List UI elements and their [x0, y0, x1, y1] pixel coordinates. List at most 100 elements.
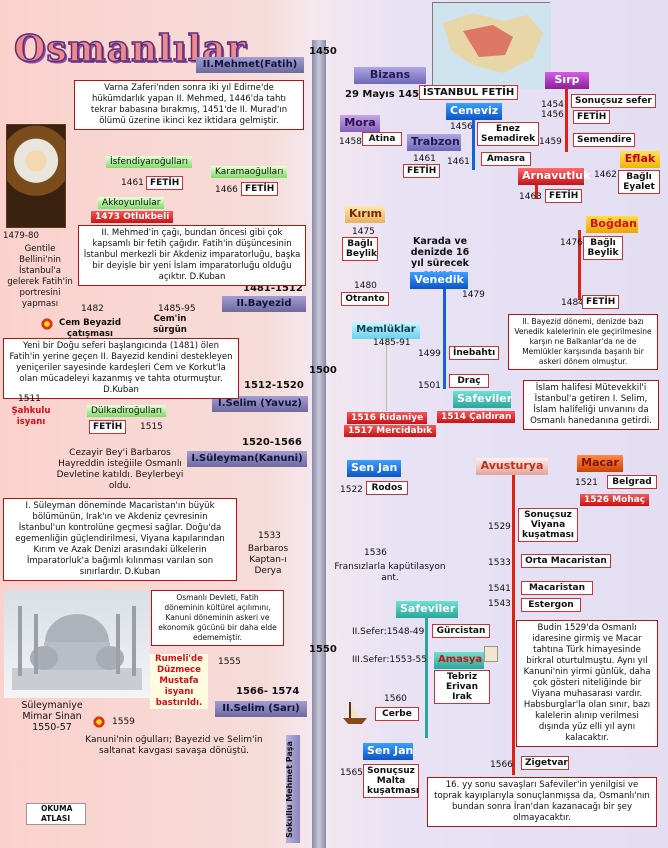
enez-semadirek: Enez Semadirek [477, 122, 539, 146]
bellini-note: Gentile Bellini'nin İstanbul'a gelerek F… [7, 244, 73, 309]
estergon-fetih: Estergon [521, 598, 581, 612]
cerbe-fetih: Cerbe [375, 707, 419, 721]
safevi-sefer2: II.Sefer:1548-49 [352, 627, 425, 637]
malta-siege: Sonuçsuz Malta kuşatması [363, 764, 419, 798]
zigetvar-fetih: Zigetvar [521, 756, 569, 770]
barbaros-year: 1533 [258, 531, 281, 541]
drac-year: 1501 [418, 381, 441, 391]
caldiran-battle: 1514 Çaldıran [437, 411, 516, 423]
rodos-year: 1522 [340, 485, 363, 495]
gurcistan-fetih: Gürcistan [432, 624, 490, 638]
halife-note: İslam halifesi Mütevekkil'i İstanbul'a g… [523, 380, 659, 430]
otlukbeli-battle: 1473 Otlukbeli [91, 211, 174, 223]
logo: OKUMA ATLASI [26, 803, 86, 825]
karaman-fetih: FETİH [241, 182, 279, 196]
kirim-year: 1475 [352, 227, 375, 237]
bizans-date: 29 Mayıs 1453 [345, 89, 427, 100]
kirim-label: Kırım [345, 206, 385, 223]
tebriz-erivan-irak: Tebriz Erivan Irak [434, 670, 490, 704]
ceneviz-label: Ceneviz [446, 103, 502, 120]
bizans-label: Bizans [354, 67, 426, 84]
varna-note: Varna Zaferi'nden sonra iki yıl Edirne'd… [74, 80, 304, 130]
dulkadir-fetih: FETİH [89, 420, 127, 434]
safevi-label-2: Safeviler [396, 601, 458, 618]
amasra-fetih: Amasra [481, 152, 531, 166]
sirp-fetih: FETİH [573, 110, 611, 124]
cem-exile-year: 1485-95 [158, 304, 196, 314]
sokullu-bar [286, 735, 300, 843]
bogdan-label: Boğdan [586, 216, 638, 233]
inebahti-year: 1499 [418, 349, 441, 359]
karaman-label: Karamaoğulları [211, 166, 288, 178]
inebahti-fetih: İnebahtı [449, 346, 499, 360]
sahkulu-year: 1511 [18, 394, 41, 404]
bellini-year: 1479-80 [3, 231, 39, 241]
sirp-label: Sırp [545, 72, 589, 89]
venedik-line [443, 289, 446, 389]
kapitulasyon-year: 1536 [364, 548, 387, 558]
ceneviz-line [472, 120, 475, 170]
dulkadir-year: 1515 [140, 422, 163, 432]
semendire-year: 1459 [539, 137, 562, 147]
suleyman-dates: 1520-1566 [242, 437, 302, 448]
trabzon-label: Trabzon [407, 134, 461, 151]
timeline-axis [312, 40, 326, 848]
safevi-sefer3: III.Sefer:1553-55 [352, 655, 427, 665]
cem-exile: Cem'in sürgün [153, 314, 187, 335]
mercidabik-battle: 1517 Mercidabık [344, 425, 437, 437]
isfendiyar-fetih: FETİH [146, 176, 184, 190]
bayezid-quote: Yeni bir Doğu seferi başlangıcında (1481… [3, 338, 239, 399]
bogdan-line [578, 230, 581, 300]
amasya-label: Amasya [434, 652, 484, 669]
macaristan-year: 1541 [488, 584, 511, 594]
memluk-label: Memlüklar [352, 322, 420, 339]
battle-icon [40, 318, 54, 330]
bayezid-dates: 1481-1512 [243, 283, 303, 294]
orta-macaristan: Orta Macaristan [521, 554, 611, 568]
zigetvar-year: 1566 [490, 760, 513, 770]
senjan-label-2: Sen Jan [363, 743, 413, 760]
venedik-label: Venedik [410, 272, 468, 289]
kavga-year: 1559 [112, 717, 135, 727]
macar-label: Macar [577, 455, 623, 472]
avusturya-label: Avusturya [476, 458, 548, 475]
year-1450: 1450 [309, 46, 337, 57]
trabzon-year: 1461 [413, 154, 436, 164]
orta-year: 1533 [488, 558, 511, 568]
memluk-year: 1485-91 [373, 338, 411, 348]
kultur-note: Osmanlı Devleti, Fatih döneminin kültüre… [151, 590, 284, 646]
otranto-year: 1480 [354, 281, 377, 291]
sokullu-label: Sokullu Mehmet Paşa [285, 741, 294, 838]
sultan-fatih: II.Mehmet(Fatih) [196, 57, 304, 73]
estergon-year: 1543 [488, 599, 511, 609]
sirp-sonucsuz: Sonuçsuz sefer [571, 94, 656, 108]
sultan-suleyman: I.Süleyman(Kanuni) [187, 451, 307, 467]
arnavutluk-line [535, 185, 538, 199]
kavga-note: Kanuni'nin oğulları; Bayezid ve Selim'in… [85, 735, 263, 756]
sahkulu-revolt: Şahkulu isyanı [11, 406, 51, 427]
fatih-quote: II. Mehmed'in çağı, bundan öncesi gibi ç… [78, 225, 306, 286]
safevi-label-1: Safeviler [453, 391, 512, 408]
avusturya-line [512, 475, 515, 775]
arnavutluk-label: Arnavutluk [518, 168, 590, 185]
suleymaniye-image [4, 590, 150, 698]
karaman-year: 1466 [215, 185, 238, 195]
ceneviz-year: 1456 [450, 122, 473, 132]
eflak-label: Eflak [620, 151, 660, 168]
eflak-year: 1462 [594, 170, 617, 180]
mohac-battle: 1526 Mohaç [580, 494, 650, 506]
viyana-siege: Sonuçsuz Viyana kuşatması [518, 508, 578, 542]
fatih-portrait [6, 124, 66, 228]
venedik-note: II. Bayezid dönemi, denizde bazı Venedik… [508, 314, 658, 370]
akkoyun-label: Akkoyunlular [98, 197, 165, 209]
year-1550: 1550 [309, 644, 337, 655]
safevi-line [425, 618, 428, 738]
ridaniye-battle: 1516 Ridaniye [347, 412, 428, 424]
selim2-dates: 1566- 1574 [236, 686, 300, 697]
amasra-year: 1461 [447, 157, 470, 167]
memluk-line [386, 339, 389, 411]
belgrad-fetih: Belgrad [607, 475, 657, 489]
viyana-year: 1529 [488, 522, 511, 532]
malta-year: 1565 [340, 768, 363, 778]
drac-fetih: Draç [449, 374, 489, 388]
